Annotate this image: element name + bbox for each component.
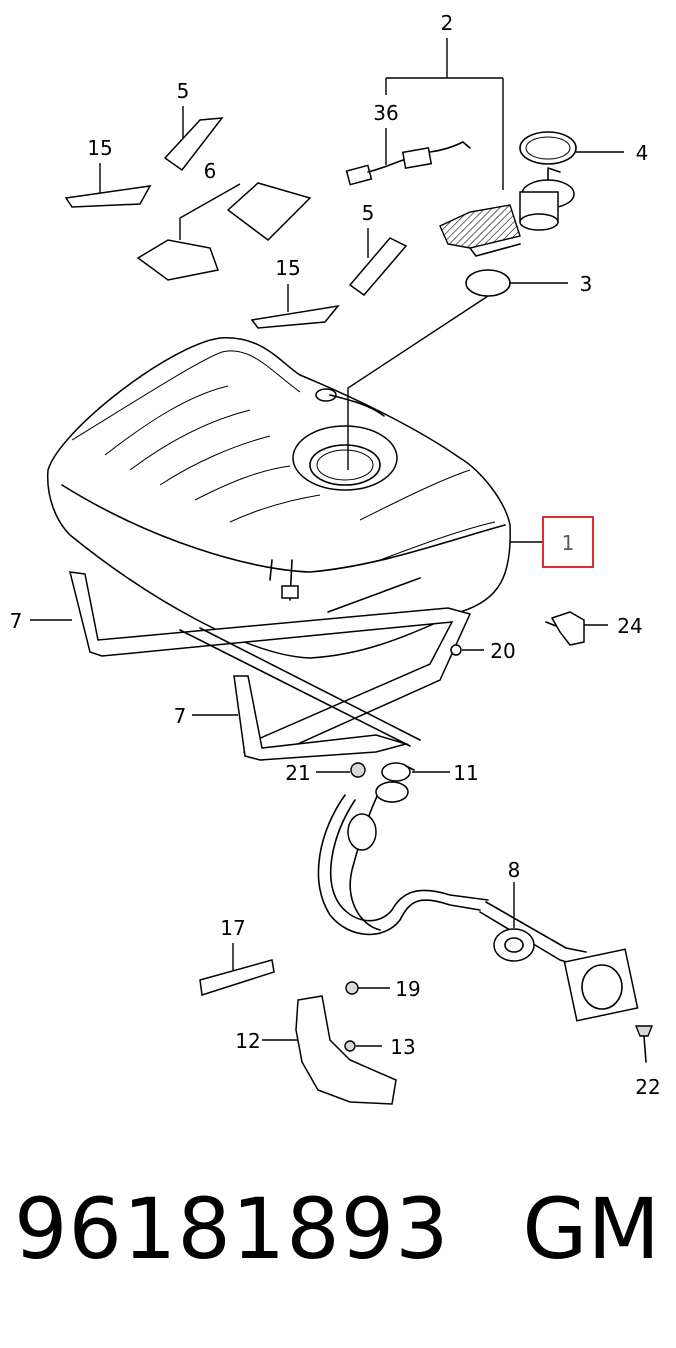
sender-harness-36 bbox=[345, 141, 471, 186]
callout-7b: 7 bbox=[174, 704, 187, 728]
insulator-pad-5b bbox=[348, 237, 408, 297]
callout-6-leader bbox=[179, 183, 241, 240]
insulator-pad-15b bbox=[250, 304, 340, 329]
insulator-pad-6a bbox=[226, 182, 312, 241]
callout-11: 11 bbox=[453, 761, 478, 785]
callout-2-bracket bbox=[385, 38, 504, 190]
callout-20: 20 bbox=[490, 639, 515, 663]
callout-5a: 5 bbox=[177, 79, 190, 103]
part-number: 96181893 bbox=[14, 1180, 450, 1278]
callout-21: 21 bbox=[285, 761, 310, 785]
screw-22 bbox=[634, 1025, 654, 1063]
callout-15a: 15 bbox=[87, 136, 112, 160]
callout-8: 8 bbox=[508, 858, 521, 882]
clamp-21 bbox=[350, 762, 366, 778]
callout-1-highlight-box bbox=[542, 516, 594, 568]
filler-neck-8 bbox=[317, 781, 639, 1022]
callout-4: 4 bbox=[636, 141, 649, 165]
fuel-pump-module-2 bbox=[439, 167, 575, 257]
callout-3: 3 bbox=[580, 272, 593, 296]
callout-2: 2 bbox=[441, 11, 454, 35]
nut-20 bbox=[450, 644, 462, 656]
callout-24: 24 bbox=[617, 614, 642, 638]
nut-13 bbox=[344, 1040, 356, 1052]
insulator-pad-15a bbox=[64, 185, 152, 208]
callout-19: 19 bbox=[395, 977, 420, 1001]
label-plate-17 bbox=[199, 959, 275, 996]
callout-12: 12 bbox=[235, 1029, 260, 1053]
footer: 96181893 GM bbox=[0, 1180, 676, 1300]
callout-1-group bbox=[510, 516, 594, 568]
callout-13: 13 bbox=[390, 1035, 415, 1059]
callout-15b: 15 bbox=[275, 256, 300, 280]
clip-24 bbox=[545, 611, 585, 646]
callout-22: 22 bbox=[635, 1075, 660, 1099]
hose-clamp-11 bbox=[381, 762, 415, 782]
callout-7a: 7 bbox=[10, 609, 23, 633]
lock-ring-4 bbox=[519, 131, 624, 165]
brand-name: GM bbox=[522, 1180, 660, 1278]
callout-3-to-tank-leader bbox=[347, 295, 489, 470]
callout-17: 17 bbox=[220, 916, 245, 940]
callout-5b: 5 bbox=[362, 201, 375, 225]
callout-36: 36 bbox=[373, 101, 398, 125]
callout-6: 6 bbox=[204, 159, 217, 183]
insulator-pad-6b bbox=[136, 239, 220, 281]
fuel-tank-1 bbox=[46, 337, 511, 659]
neck-shield-12 bbox=[295, 995, 397, 1105]
seal-ring-3 bbox=[465, 269, 511, 297]
callout-1[interactable]: 1 bbox=[562, 531, 575, 555]
tank-strap-7b bbox=[179, 627, 421, 761]
bolt-19 bbox=[345, 981, 359, 995]
insulator-pad-5a bbox=[163, 117, 224, 172]
